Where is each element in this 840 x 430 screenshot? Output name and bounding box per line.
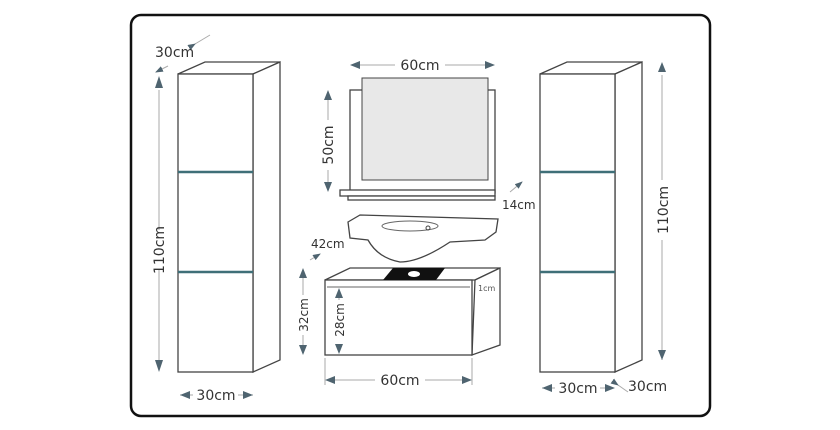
sink-depth-label: 42cm — [311, 237, 345, 251]
mirror — [339, 77, 496, 201]
drawer-height-label: 28cm — [333, 303, 347, 337]
left-height-label: 110cm — [152, 226, 168, 274]
left-column-cabinet — [177, 60, 281, 374]
vanity-cabinet — [324, 266, 501, 356]
mirror-width-label: 60cm — [400, 58, 439, 74]
left-width-label: 30cm — [196, 388, 235, 404]
right-height-label: 110cm — [656, 186, 672, 234]
vanity-width-label: 60cm — [380, 373, 419, 389]
top-thickness-label: 1cm — [478, 284, 495, 293]
right-depth-label: 30cm — [628, 379, 667, 395]
sink — [347, 214, 499, 263]
vanity-height-label: 32cm — [297, 298, 311, 332]
mirror-shelf-depth-label: 14cm — [502, 198, 536, 212]
mirror-height-label: 50cm — [321, 125, 337, 164]
right-column-cabinet — [539, 60, 643, 374]
left-depth-label: 30cm — [155, 45, 194, 61]
right-width-label: 30cm — [558, 381, 597, 397]
